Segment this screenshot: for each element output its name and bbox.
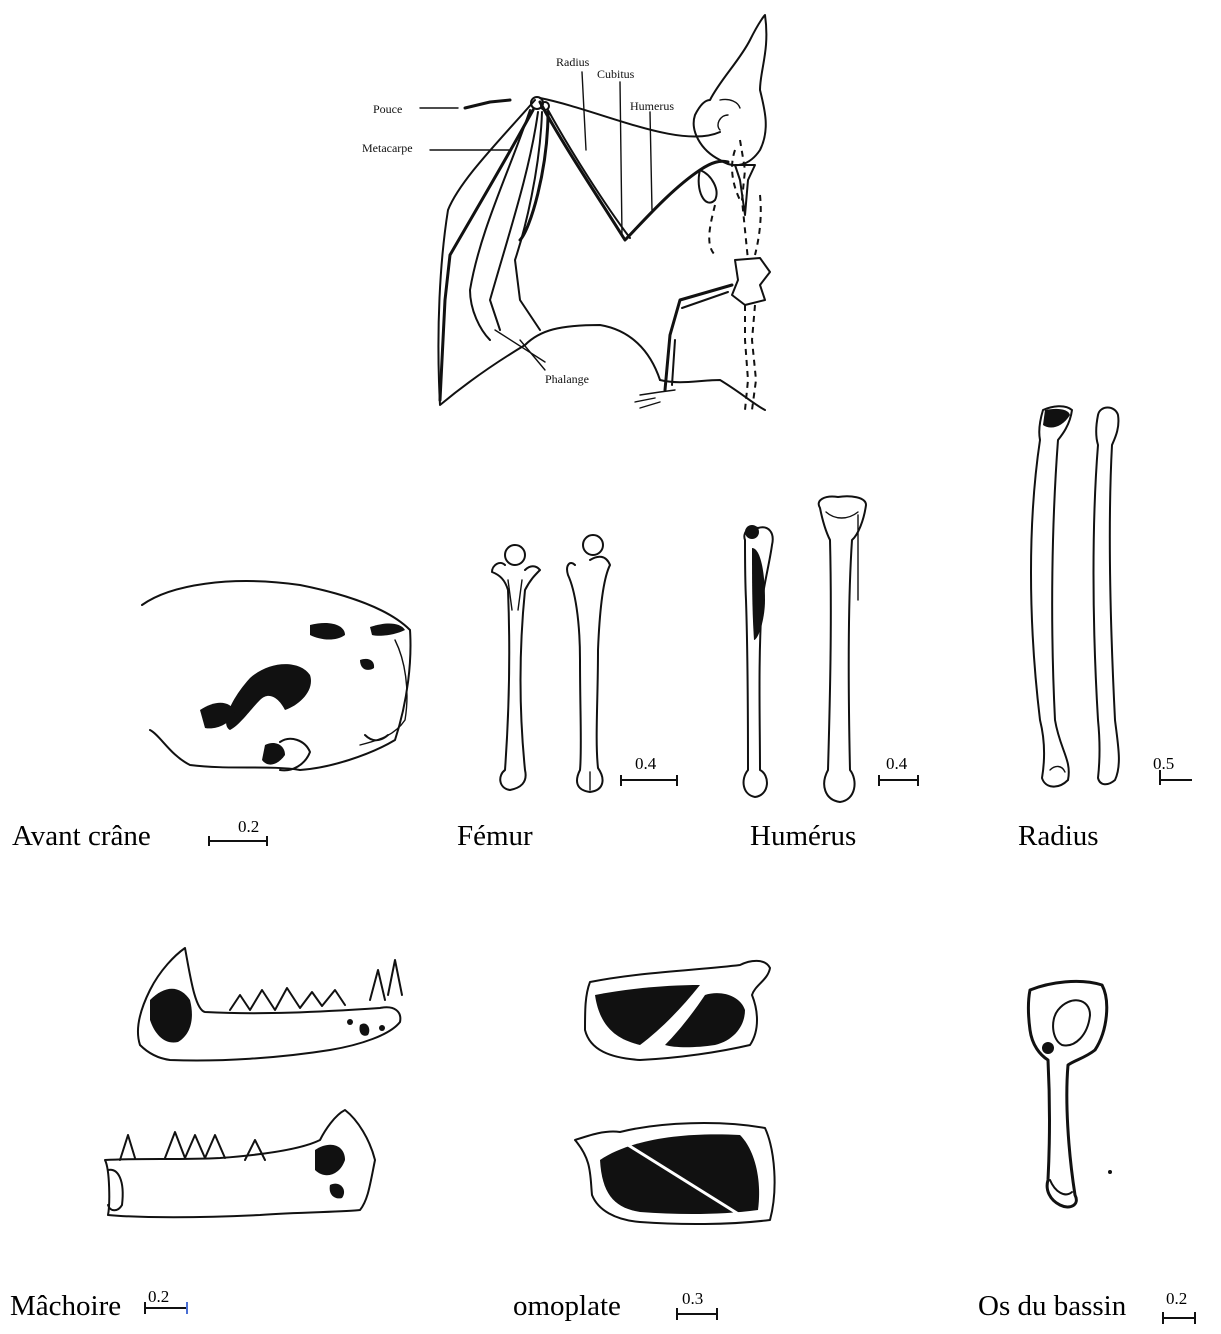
caption-humerus: Humérus <box>750 822 856 851</box>
caption-avant-crane: Avant crâne <box>12 822 151 851</box>
caption-machoire: Mâchoire <box>10 1292 121 1321</box>
humerus-scale-bar <box>879 775 918 786</box>
caption-radius: Radius <box>1018 822 1099 851</box>
label-cubitus: Cubitus <box>597 67 635 81</box>
femur-scale-bar <box>621 775 677 786</box>
avant-crane-scale-bar <box>209 836 267 846</box>
scale-radius: 0.5 <box>1153 755 1174 772</box>
humerus-drawing <box>744 496 866 802</box>
avant-crane-drawing <box>142 581 410 770</box>
scale-femur: 0.4 <box>635 755 656 772</box>
label-phalange: Phalange <box>545 372 589 386</box>
omoplate-drawing <box>575 961 775 1224</box>
radius-drawing <box>1031 406 1119 786</box>
scale-omoplate: 0.3 <box>682 1290 703 1307</box>
label-metacarpe: Metacarpe <box>362 141 413 155</box>
caption-femur: Fémur <box>457 822 533 851</box>
femur-drawing <box>492 535 610 792</box>
os-du-bassin-drawing <box>1029 981 1113 1207</box>
label-radius: Radius <box>556 55 590 69</box>
scale-machoire: 0.2 <box>148 1288 169 1305</box>
scale-os-du-bassin: 0.2 <box>1166 1290 1187 1307</box>
omoplate-scale-bar <box>677 1308 717 1320</box>
scale-humerus: 0.4 <box>886 755 907 772</box>
caption-omoplate: omoplate <box>513 1292 621 1321</box>
caption-os-du-bassin: Os du bassin <box>978 1292 1126 1321</box>
label-humerus: Humerus <box>630 99 674 113</box>
os-du-bassin-scale-bar <box>1163 1312 1195 1324</box>
label-pouce: Pouce <box>373 102 402 116</box>
machoire-drawing <box>105 948 402 1217</box>
scale-avant-crane: 0.2 <box>238 818 259 835</box>
bat-wing-skeleton-drawing: Pouce Metacarpe Radius Cubitus Humerus P… <box>362 15 770 410</box>
